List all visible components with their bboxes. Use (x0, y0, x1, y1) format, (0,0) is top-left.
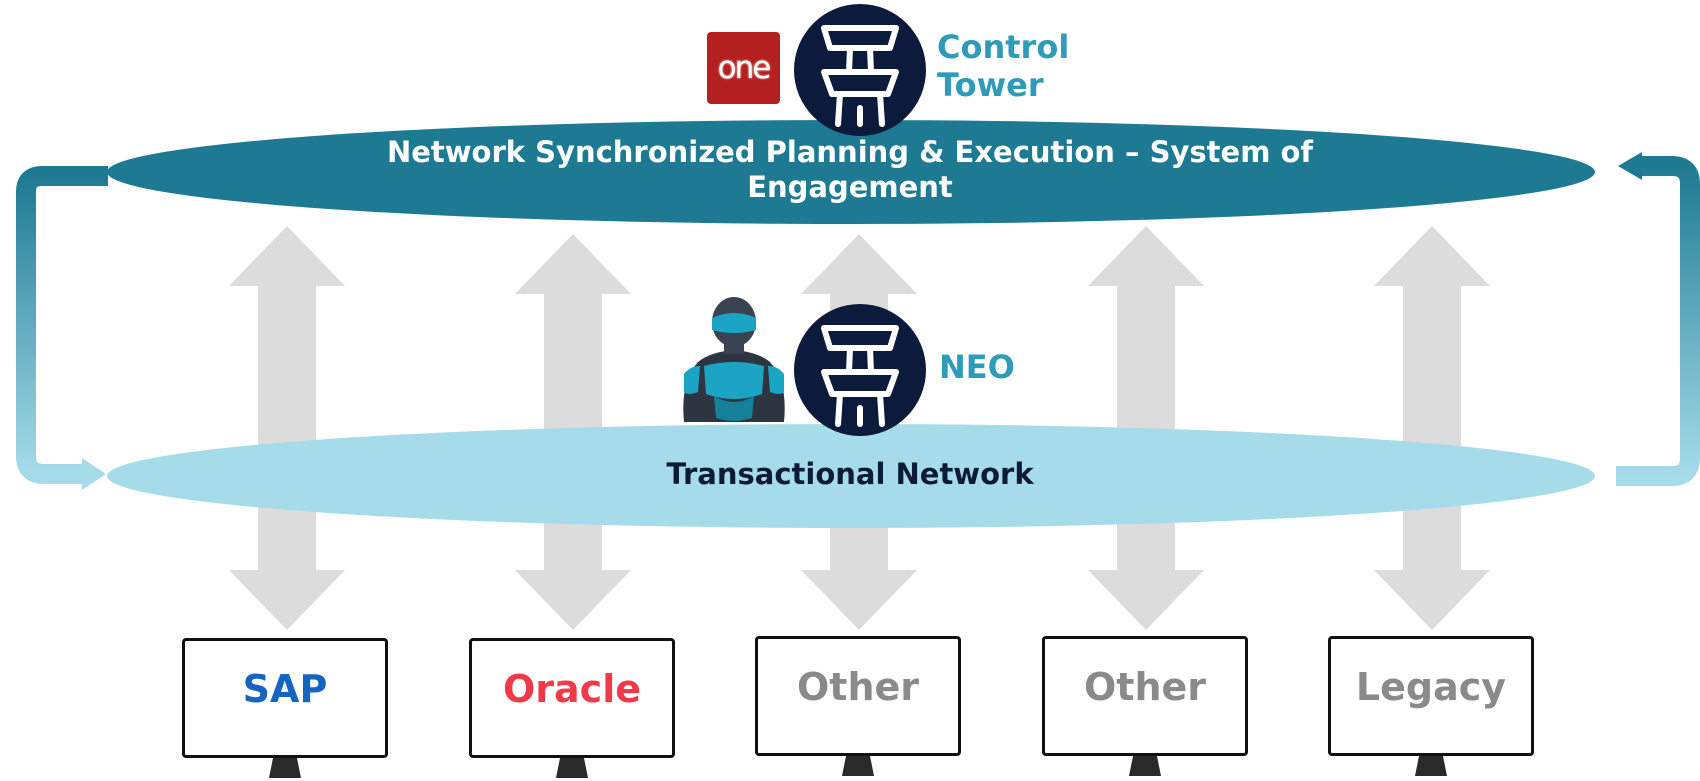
control-tower-label-line1: Control (937, 28, 1070, 66)
monitor-stand-icon (556, 758, 588, 778)
monitor-stand-icon (842, 756, 874, 776)
monitor-screen (182, 638, 388, 758)
system-label-oracle: Oracle (502, 667, 641, 711)
monitor-stand-icon (1129, 756, 1161, 776)
monitor-stand-icon (1415, 756, 1447, 776)
control-tower-label-line2: Tower (937, 66, 1044, 104)
neo-tower-icon (794, 304, 926, 436)
control-tower-label: Control Tower (937, 28, 1069, 104)
system-monitor-other-2: Other (1042, 636, 1248, 776)
monitor-screen (469, 638, 675, 758)
bottom-ellipse-label: Transactional Network (666, 457, 1034, 491)
system-label-other-2: Other (1083, 665, 1207, 709)
logo-text: one (717, 50, 772, 86)
right-loop-arrow (1616, 156, 1700, 486)
vertical-arrows (229, 226, 1490, 630)
double-arrow-4 (1088, 226, 1204, 630)
right-loop-arrowhead (1618, 152, 1642, 180)
system-monitor-other-1: Other (755, 636, 961, 776)
monitor-stand-icon (269, 758, 301, 778)
system-label-sap: SAP (242, 667, 328, 711)
left-loop-arrow (15, 166, 108, 484)
neo-robot-icon (683, 297, 785, 422)
bottom-ellipse (107, 424, 1595, 528)
system-label-other-1: Other (796, 665, 920, 709)
system-monitor-oracle: Oracle (469, 638, 675, 778)
monitor-screen (1042, 636, 1248, 756)
double-arrow-1 (229, 226, 345, 630)
neo-label: NEO (939, 348, 1015, 386)
top-ellipse (107, 120, 1595, 224)
system-monitor-legacy: Legacy (1328, 636, 1534, 776)
monitor-screen (1328, 636, 1534, 756)
double-arrow-5 (1374, 226, 1490, 630)
monitor-screen (755, 636, 961, 756)
top-ellipse-label: Network Synchronized Planning & Executio… (386, 135, 1314, 204)
one-network-logo: one (707, 32, 780, 104)
control-tower-icon (794, 4, 926, 136)
system-monitor-sap: SAP (182, 638, 388, 778)
system-label-legacy: Legacy (1355, 665, 1507, 709)
left-loop-arrowhead (82, 458, 106, 490)
